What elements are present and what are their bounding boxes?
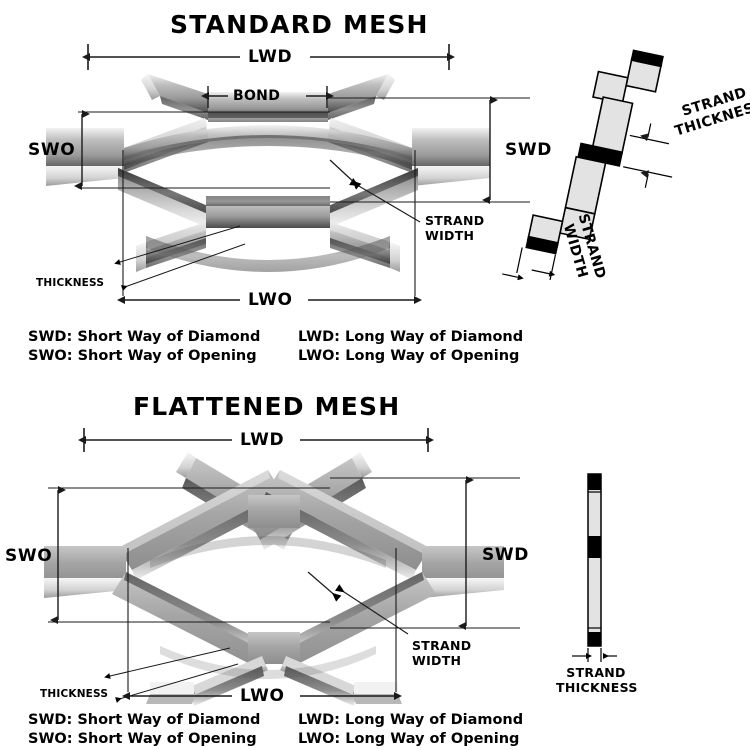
- standard-legend-left: SWD: Short Way of Diamond SWO: Short Way…: [28, 328, 260, 366]
- flattened-legend-swd: SWD: Short Way of Diamond: [28, 712, 261, 728]
- standard-swo-label: SWO: [28, 140, 76, 160]
- flattened-legend-lwd: LWD: Long Way of Diamond: [298, 712, 524, 728]
- flattened-legend-left: SWD: Short Way of Diamond SWO: Short Way…: [28, 711, 260, 749]
- standard-swd-label: SWD: [505, 140, 552, 160]
- standard-legend-right: LWD: Long Way of Diamond LWO: Long Way o…: [298, 328, 523, 366]
- flattened-mesh-title: FLATTENED MESH: [133, 392, 401, 421]
- standard-strand-width-line2: WIDTH: [425, 228, 475, 243]
- standard-bond-label: BOND: [233, 88, 281, 104]
- flattened-cross-section-artwork: [572, 473, 617, 662]
- standard-cross-section-artwork: [502, 49, 673, 281]
- flattened-legend-lwo: LWO: Long Way of Opening: [298, 731, 520, 747]
- flattened-strand-width-label: STRAND WIDTH: [412, 638, 471, 668]
- standard-lwd-label: LWD: [248, 47, 293, 67]
- flattened-legend-swo: SWO: Short Way of Opening: [28, 731, 257, 747]
- flattened-cs-strand-thickness-line2: THICKNESS: [556, 680, 638, 695]
- standard-strand-width-line1: STRAND: [425, 213, 485, 228]
- standard-mesh-artwork: [46, 44, 530, 304]
- flattened-thickness-label: THICKNESS: [40, 688, 109, 700]
- standard-thickness-label: THICKNESS: [36, 277, 105, 289]
- flattened-strand-width-line1: STRAND: [412, 638, 472, 653]
- standard-legend-swo: SWO: Short Way of Opening: [28, 348, 257, 364]
- standard-legend-lwd: LWD: Long Way of Diamond: [298, 329, 524, 345]
- flattened-swo-label: SWO: [5, 546, 53, 566]
- flattened-swd-label: SWD: [482, 545, 529, 565]
- standard-mesh-title: STANDARD MESH: [170, 10, 429, 39]
- flattened-strand-width-line2: WIDTH: [412, 653, 462, 668]
- flattened-legend-right: LWD: Long Way of Diamond LWO: Long Way o…: [298, 711, 523, 749]
- flattened-lwo-label: LWO: [240, 686, 285, 706]
- standard-legend-swd: SWD: Short Way of Diamond: [28, 329, 261, 345]
- flattened-cs-strand-thickness-label: STRAND THICKNESS: [556, 665, 638, 695]
- flattened-cs-strand-thickness-line1: STRAND: [566, 665, 626, 680]
- flattened-mesh-artwork: [44, 428, 520, 706]
- standard-legend-lwo: LWO: Long Way of Opening: [298, 348, 520, 364]
- flattened-lwd-label: LWD: [240, 430, 285, 450]
- standard-lwo-label: LWO: [248, 290, 293, 310]
- standard-strand-width-label: STRAND WIDTH: [425, 213, 484, 243]
